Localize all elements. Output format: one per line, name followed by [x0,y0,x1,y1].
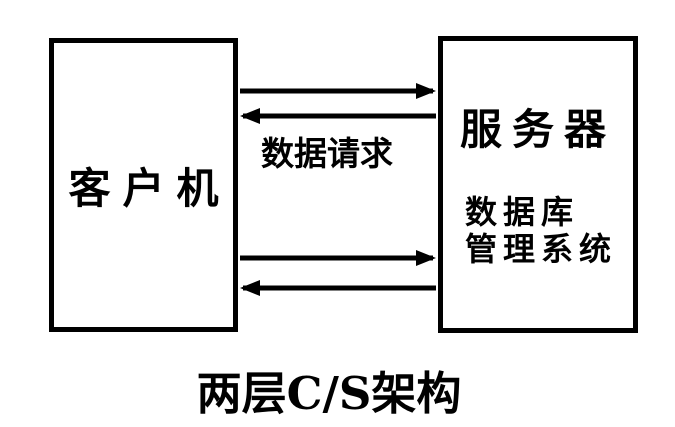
client-box: 客户机 [49,38,238,332]
data-request-label: 数据请求 [261,134,393,173]
server-box: 服务器 数据库 管理系统 [438,36,638,333]
server-subtitle-line-2: 管理系统 [465,230,618,268]
server-box-title: 服务器 [459,105,616,154]
server-subtitle-line-1: 数据库 [465,193,580,231]
server-box-subtitle: 数据库 管理系统 [465,194,617,268]
client-box-label: 客户机 [68,163,231,213]
diagram-caption: 两层C/S架构 [196,367,462,420]
